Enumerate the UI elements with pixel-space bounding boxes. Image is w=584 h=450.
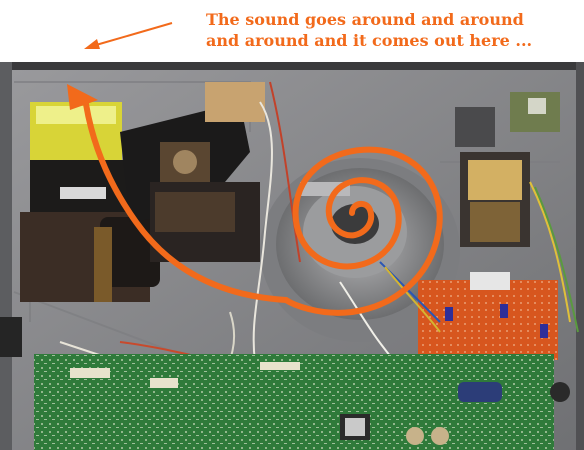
main-board-components bbox=[70, 362, 570, 445]
orange-board-components bbox=[445, 304, 548, 338]
right-transformer bbox=[455, 92, 560, 247]
amplifier-chassis-photo bbox=[0, 62, 584, 450]
chassis-illustration bbox=[0, 62, 584, 450]
arrow-pointer-icon bbox=[84, 22, 173, 49]
caption-area: The sound goes around and around and aro… bbox=[0, 0, 584, 62]
left-bracket bbox=[0, 317, 22, 357]
caption-line-1: The sound goes around and around bbox=[206, 10, 524, 29]
caption-text: The sound goes around and around and aro… bbox=[206, 9, 576, 51]
caption-line-2: and around and it comes out here ... bbox=[206, 31, 533, 50]
